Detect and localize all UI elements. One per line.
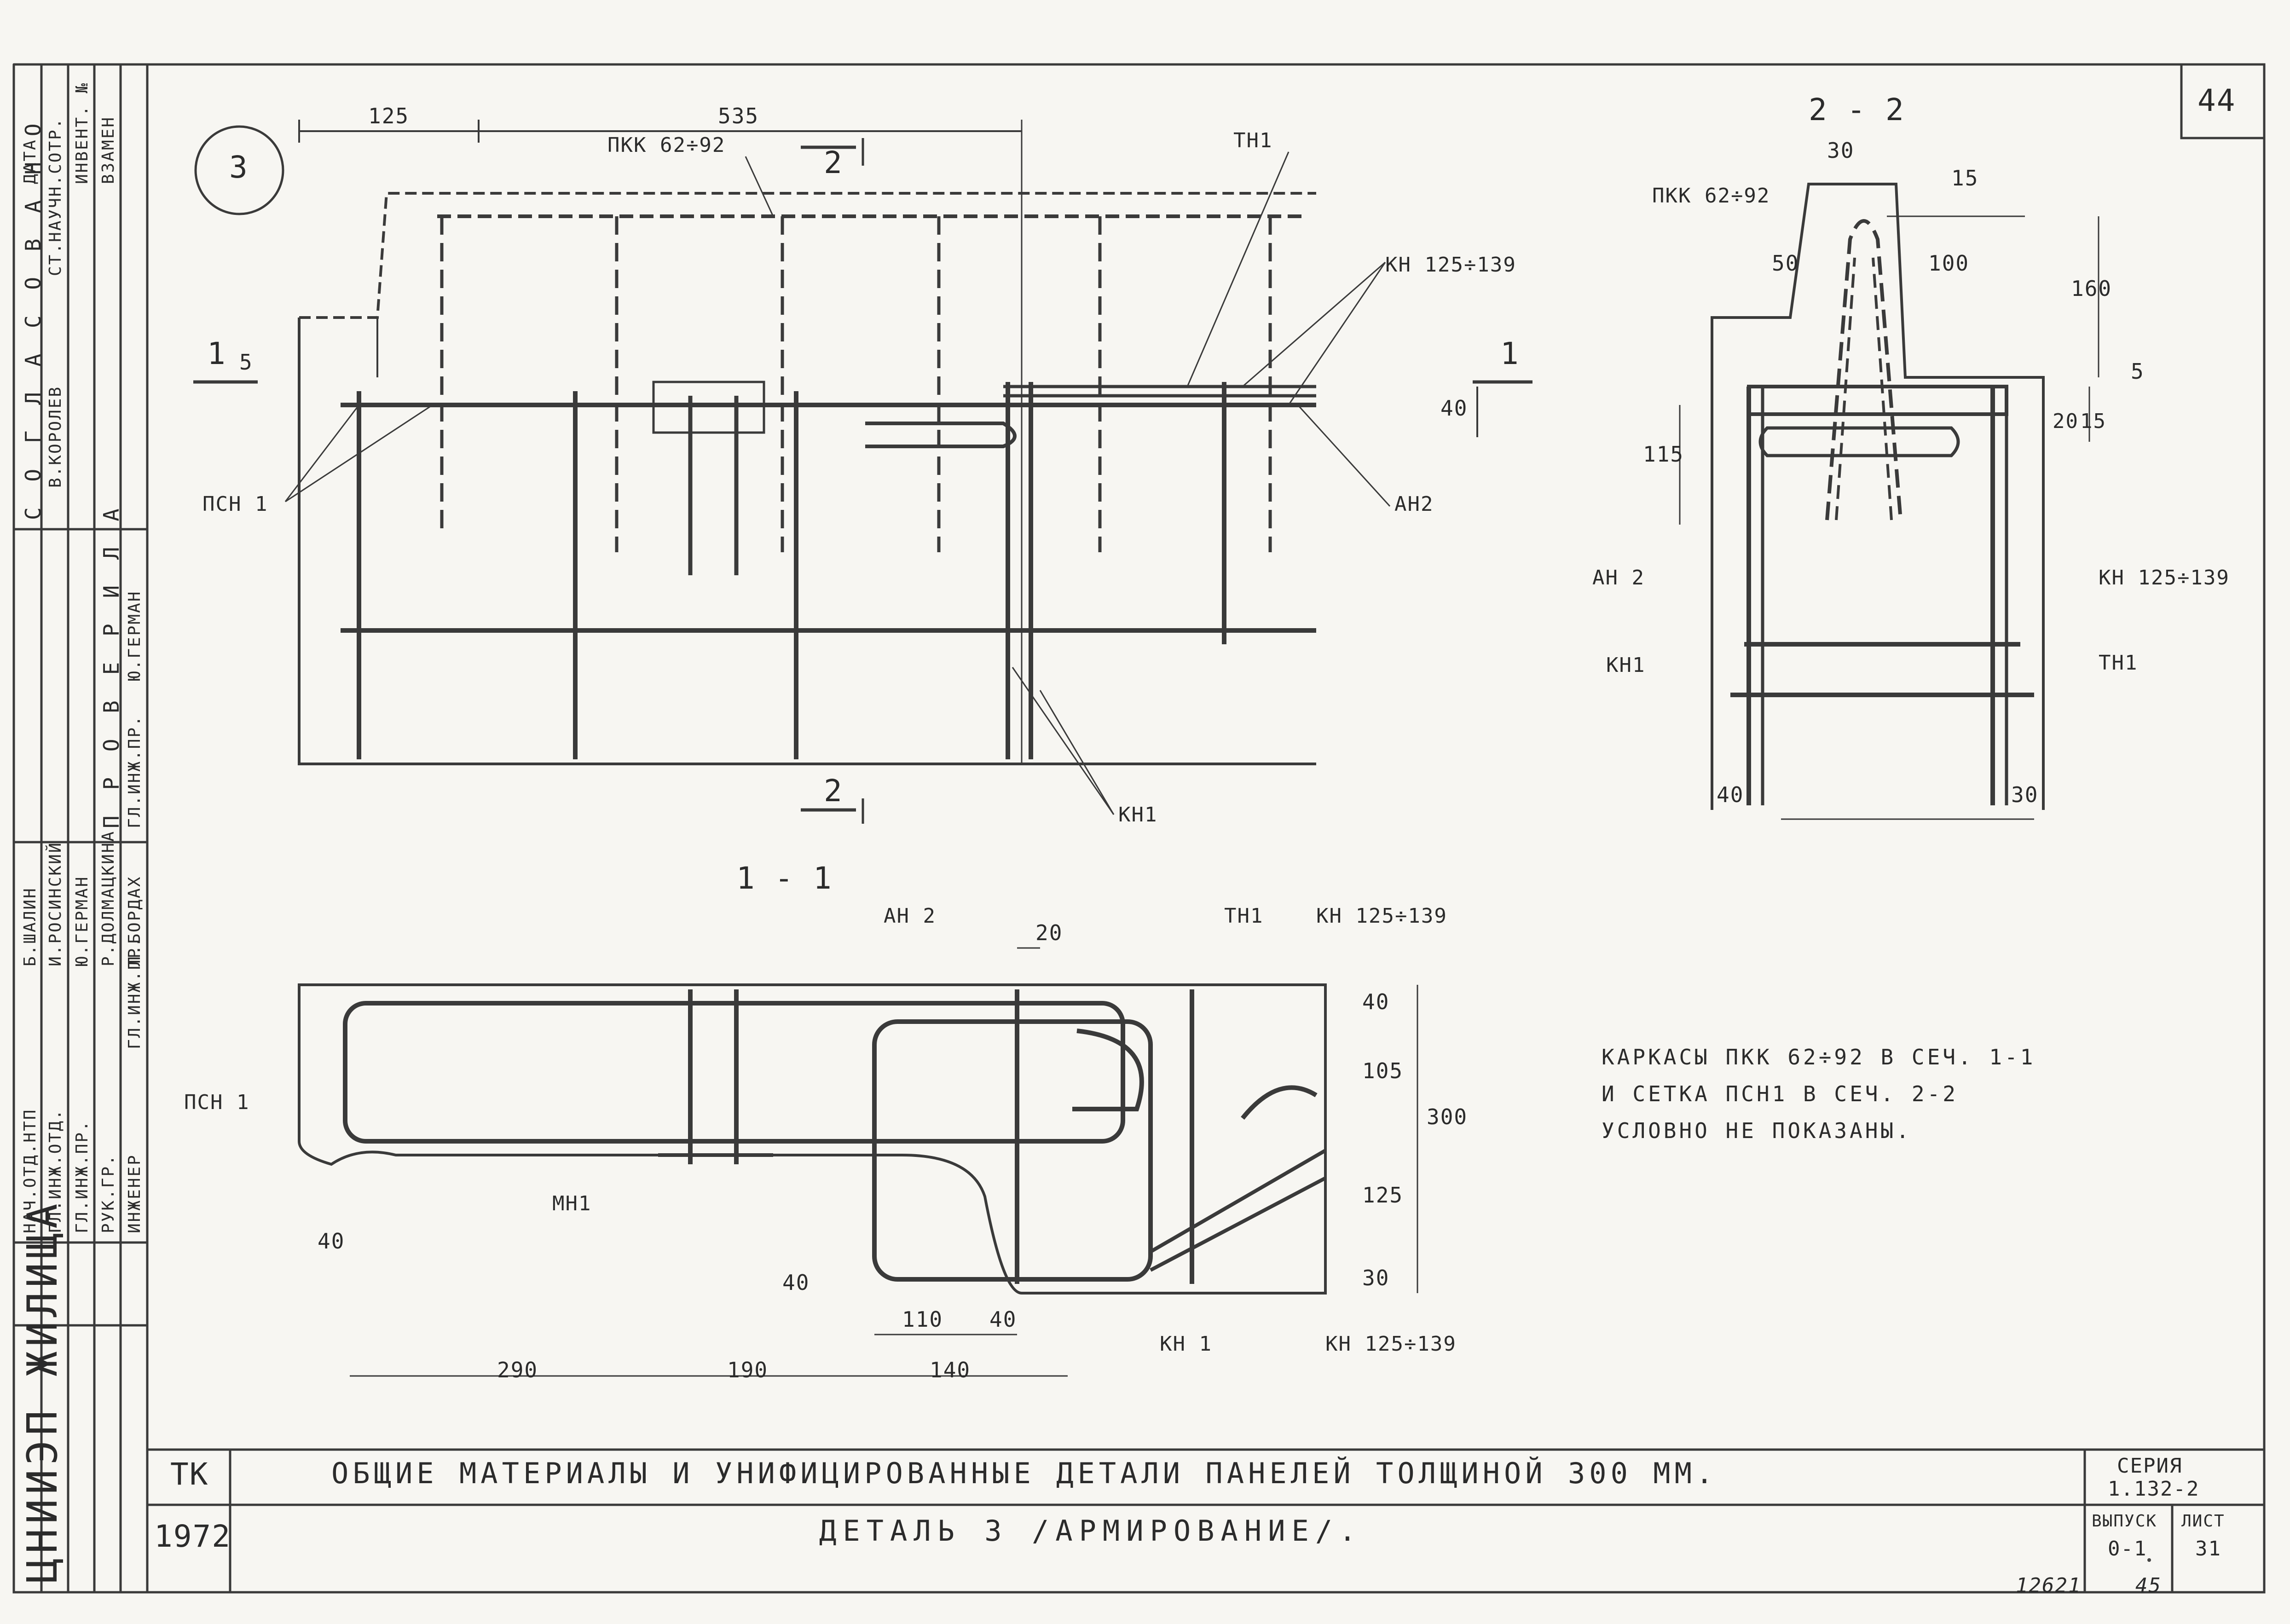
stamp-checked-heading: П Р О В Е Р И Л А [99,502,124,828]
s22-dim-20: 20 [2053,410,2079,433]
s22-dim-115: 115 [1643,442,1684,467]
s11-label-psn1: ПСН 1 [184,1091,250,1114]
stamp-name-1: Б.ШАЛИН [21,887,40,966]
sheet-value: 31 [2195,1537,2221,1560]
label-kn1: КН1 [1118,803,1158,826]
s11-dim-40-mid: 40 [989,1307,1017,1332]
stamp-side-header-3: ВЗАМЕН [99,116,118,184]
section-1-1-title: 1 - 1 [736,861,833,896]
stamp-role-5: ИНЖЕНЕР [125,1154,144,1233]
stamp-name-3: Ю.ГЕРМАН [73,875,92,966]
s11-dim-30: 30 [1362,1266,1390,1290]
archive-page: 45 [2135,1574,2162,1597]
s11-label-kn-125-139-top: КН 125÷139 [1316,904,1447,928]
section-2-2-title: 2 - 2 [1809,92,1905,127]
s11-dim-190: 190 [727,1358,769,1382]
stamp-name-5: Л.БОРДАХ [125,875,144,966]
section-mark-2-top: 2 [824,145,843,180]
s22-dim-30b: 30 [2011,782,2039,807]
stamp-role-3: ГЛ.ИНЖ.ПР. [73,1120,92,1233]
s11-label-tn1: ТН1 [1224,904,1264,928]
label-an2: АН2 [1394,492,1434,516]
s22-dim-40: 40 [1717,782,1744,807]
s11-label-mn1: МН1 [552,1192,592,1215]
s11-label-an2: АН 2 [884,904,936,928]
main-elevation-drawing [193,120,1532,824]
dim-5: 5 [239,350,253,375]
s22-dim-15b: 15 [2080,410,2106,433]
stamp-name-4: Р.ДОЛМАЦКИНА [99,830,118,966]
s22-label-an2: АН 2 [1592,566,1645,589]
sheet-label: ЛИСТ [2181,1512,2225,1531]
s22-dim-100: 100 [1928,251,1970,276]
s22-label-kn1: КН1 [1606,653,1646,677]
label-tn1: ТН1 [1233,129,1273,152]
title-line-1: ОБЩИЕ МАТЕРИАЛЫ И УНИФИЦИРОВАННЫЕ ДЕТАЛИ… [331,1456,1718,1490]
stamp-checked-role: ГЛ.ИНЖ.ПР. [125,715,144,828]
s22-dim-30: 30 [1827,138,1855,163]
s22-dim-50: 50 [1772,251,1799,276]
dim-125: 125 [368,104,410,128]
note-line-3: УСЛОВНО НЕ ПОКАЗАНЫ. [1602,1118,1912,1143]
section-mark-1-left: 1 [207,336,226,371]
stamp-agreed-role: СТ.НАУЧН.СОТР. [46,117,65,276]
series-label: СЕРИЯ [2117,1454,2183,1478]
section-2-2-drawing [1679,183,2099,820]
archive-number: 12621 [2016,1574,2082,1597]
s11-label-kn1: КН 1 [1160,1332,1212,1356]
stamp-side-header-1: ДАТА [21,139,40,184]
s11-dim-110: 110 [902,1307,943,1332]
issue-label: ВЫПУСК [2092,1512,2157,1531]
s11-dim-290: 290 [497,1358,538,1382]
series-value: 1.132-2 [2108,1477,2200,1501]
s22-dim-15: 15 [1951,166,1979,191]
s11-dim-105: 105 [1362,1058,1404,1083]
s11-dim-125: 125 [1362,1183,1404,1208]
stamp-org: ЦНИИЭП ЖИЛИЩА [18,1199,67,1583]
s11-dim-140: 140 [930,1358,971,1382]
issue-value: 0-1 [2108,1537,2147,1560]
title-line-2: ДЕТАЛЬ 3 /АРМИРОВАНИЕ/. [819,1514,1363,1548]
section-mark-1-right: 1 [1500,336,1520,371]
stamp-side-header-2: ИНВЕНТ. № [73,81,92,184]
frame-border [12,63,2266,1594]
label-pkk: ПКК 62÷92 [607,133,726,157]
s11-dim-40-low: 40 [782,1270,810,1295]
note-line-2: И СЕТКА ПСН1 В СЕЧ. 2-2 [1602,1081,1958,1106]
s11-dim-40-left: 40 [318,1229,345,1254]
stamp-role-1: НАЧ.ОТД.НТП [21,1108,40,1233]
s22-dim-5: 5 [2131,359,2145,384]
s11-label-kn-125-139-bottom: КН 125÷139 [1325,1332,1457,1356]
s22-label-tn1: ТН1 [2099,651,2138,675]
s11-dim-40: 40 [1362,989,1390,1014]
detail-marker-number: 3 [229,150,249,185]
stamp-role-2: ГЛ.ИНЖ.ОТД. [46,1108,65,1233]
stamp-role-4: РУК.ГР. [99,1154,118,1233]
section-1-1-drawing [298,947,1418,1377]
stamp-agreed-name: В.КОРОЛЕВ [46,385,65,488]
label-kn-125-139: КН 125÷139 [1385,253,1516,277]
dim-40: 40 [1440,396,1468,421]
s11-dim-300: 300 [1427,1104,1468,1129]
stamp-checked-name: Ю.ГЕРМАН [125,590,144,681]
label-psn1: ПСН 1 [202,492,268,516]
s22-label-kn-125-139: КН 125÷139 [2099,566,2230,589]
stamp-name-2: И.РОСИНСКИЙ [46,841,65,966]
section-mark-2-bottom: 2 [824,773,843,809]
title-block-code: ТК [170,1456,209,1492]
s22-dim-160: 160 [2071,276,2112,301]
title-block-year: 1972 [154,1519,231,1554]
s22-label-pkk: ПКК 62÷92 [1652,184,1770,208]
note-line-1: КАРКАСЫ ПКК 62÷92 В СЕЧ. 1-1 [1602,1045,2036,1069]
s11-dim-20: 20 [1035,920,1063,945]
detail-marker-circle [194,125,284,215]
dim-535: 535 [718,104,759,128]
sheet-number: 44 [2197,83,2236,118]
